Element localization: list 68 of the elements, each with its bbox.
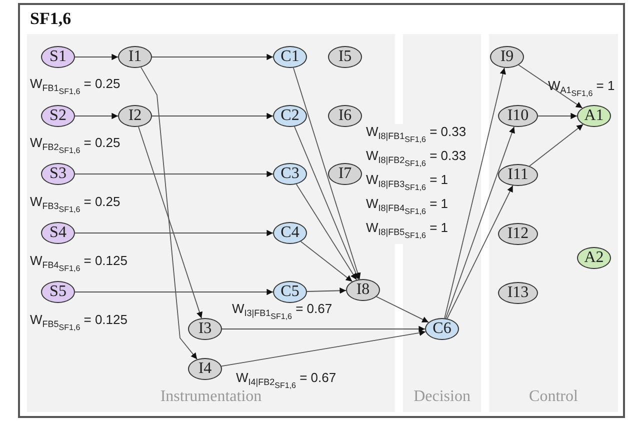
node-ellipse: C4	[273, 222, 307, 244]
arrow	[74, 54, 118, 60]
node-ellipse: I11	[498, 164, 538, 186]
weight-label: W$_{I8|FB5}$$_{SF1,6}$ = 1	[366, 220, 448, 244]
weight-label: W$_{I8|FB1}$$_{SF1,6}$ = 0.33	[366, 124, 466, 148]
diagram-frame	[18, 3, 625, 418]
weight-label: W$_{FB5}$$_{SF1,6}$ = 0.125	[30, 312, 128, 334]
node-ellipse: C6	[425, 318, 459, 340]
arrow	[444, 67, 506, 319]
arrow	[152, 54, 274, 60]
arrow	[445, 126, 515, 319]
arrow	[538, 112, 578, 120]
node-ellipse: I12	[498, 223, 538, 245]
frame-label: SF1,6	[30, 9, 72, 29]
arrow	[138, 126, 203, 319]
weight-label: W$_{I8|FB4}$$_{SF1,6}$ = 1	[366, 196, 448, 220]
node-ellipse: I4	[188, 358, 222, 380]
arrow	[446, 185, 514, 319]
arrow	[222, 326, 426, 332]
arrow	[300, 241, 353, 282]
node-ellipse: C2	[273, 105, 307, 127]
arrow	[74, 230, 274, 236]
weight-label: W$_{A1}$$_{SF1,6}$ = 1	[548, 78, 615, 100]
node-ellipse: I13	[498, 282, 538, 304]
node-ellipse: A2	[577, 247, 611, 269]
layer-panel	[489, 34, 618, 412]
node-ellipse: I3	[188, 318, 222, 340]
panel-label: Control	[528, 388, 579, 406]
node-ellipse: S2	[41, 105, 75, 127]
weight-label: W$_{I4|FB2}$$_{SF1,6}$ = 0.67	[236, 370, 336, 390]
weight-label: W$_{FB4}$$_{SF1,6}$ = 0.125	[30, 253, 128, 275]
weight-label: W$_{FB2}$$_{SF1,6}$ = 0.25	[30, 135, 120, 157]
arrow	[220, 330, 426, 367]
arrow	[74, 170, 274, 178]
node-ellipse: I10	[498, 105, 538, 127]
node-ellipse: I2	[118, 105, 152, 127]
arrow	[294, 126, 359, 280]
node-ellipse: I8	[346, 279, 380, 301]
weight-label: W$_{FB1}$$_{SF1,6}$ = 0.25	[30, 76, 120, 98]
node-ellipse: S4	[41, 222, 75, 244]
arrow	[140, 66, 198, 360]
arrow	[306, 288, 346, 294]
weight-label: W$_{I3|FB1}$$_{SF1,6}$ = 0.67	[232, 301, 332, 323]
node-ellipse: I9	[490, 46, 524, 68]
node-ellipse: C3	[273, 163, 307, 185]
arrow	[296, 184, 358, 280]
weight-label: W$_{FB3}$$_{SF1,6}$ = 0.25	[30, 194, 120, 216]
node-ellipse: I6	[328, 105, 362, 127]
panel-label: Instrumentation	[159, 388, 263, 406]
node-ellipse: I7	[328, 163, 362, 185]
node-ellipse: I1	[118, 46, 152, 68]
weight-label: W$_{I8|FB2}$$_{SF1,6}$ = 0.33	[366, 148, 466, 172]
arrow	[518, 64, 583, 108]
arrow	[529, 124, 584, 166]
arrow	[74, 288, 274, 296]
node-ellipse: C1	[273, 46, 307, 68]
node-ellipse: S3	[41, 163, 75, 185]
arrow	[292, 67, 361, 280]
node-ellipse: I5	[328, 46, 362, 68]
node-ellipse: C5	[273, 281, 307, 303]
node-ellipse: S1	[41, 46, 75, 68]
arrow	[152, 112, 274, 120]
weight-label: W$_{I8|FB3}$$_{SF1,6}$ = 1	[366, 172, 448, 196]
panel-label: Decision	[412, 388, 472, 406]
node-ellipse: A1	[577, 105, 611, 127]
arrow	[376, 296, 429, 323]
node-ellipse: S5	[41, 281, 75, 303]
arrow	[74, 112, 118, 120]
